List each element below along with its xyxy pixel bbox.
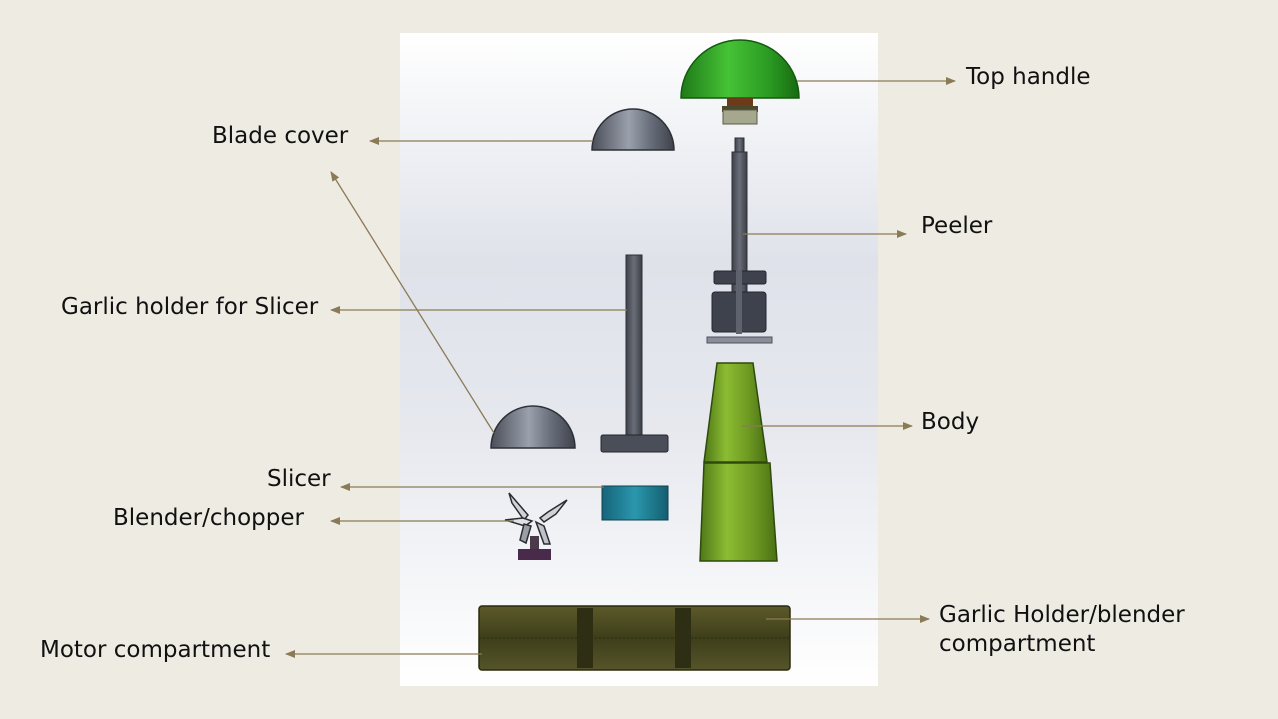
blade-cover-dome-lower [490,405,576,449]
label-motor-compartment: Motor compartment [40,637,271,663]
label-garlic-holder-slicer: Garlic holder for Slicer [61,294,319,320]
leader-lines [285,77,956,658]
slicer-part [601,485,669,521]
blender-chopper-part [504,492,568,560]
top-handle-part [680,39,800,125]
label-blender-chopper: Blender/chopper [113,505,304,531]
base-compartment-part [478,605,791,671]
garlic-holder-slicer-part [600,254,669,453]
label-blade-cover: Blade cover [212,123,349,149]
blade-cover-dome-upper [591,108,675,151]
label-garlic-holder-blender: Garlic Holder/blender compartment [939,602,1185,657]
peeler-part [706,137,773,344]
body-part [699,362,778,562]
label-slicer: Slicer [267,466,331,492]
leader-blade-cover-lower [330,171,495,434]
label-top-handle: Top handle [966,64,1091,90]
label-peeler: Peeler [921,213,993,239]
label-body: Body [921,409,980,435]
